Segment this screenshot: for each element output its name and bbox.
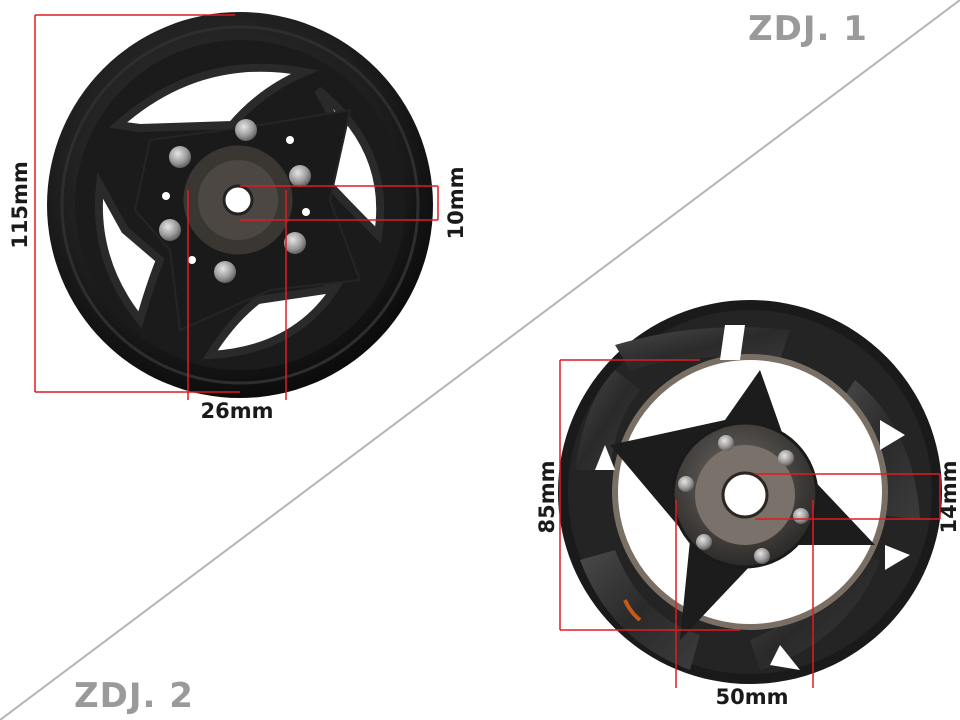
bolt-icon — [678, 476, 694, 492]
bolt-icon — [235, 119, 257, 141]
dimension-label-shaft-hole: 10mm — [444, 167, 468, 240]
flywheel-1-dimensions — [34, 14, 439, 400]
photo-label-2: ZDJ. 2 — [74, 676, 194, 716]
photo-label-1: ZDJ. 1 — [748, 9, 868, 49]
flywheel-2 — [558, 300, 942, 684]
bolt-icon — [718, 435, 734, 451]
bolt-icon — [778, 450, 794, 466]
bolt-icon — [696, 534, 712, 550]
magnet-segment — [575, 370, 640, 470]
flywheel-2-dimensions — [559, 359, 941, 688]
bolt-icon — [159, 219, 181, 241]
dimension-label-hub-width: 50mm — [716, 685, 789, 709]
dimension-label-outer-diameter: 115mm — [8, 161, 32, 249]
bolt-icon — [793, 508, 809, 524]
dimension-label-hub-width: 26mm — [201, 399, 274, 423]
bolt-icon — [284, 232, 306, 254]
bolt-icon — [754, 548, 770, 564]
dimension-label-shaft-hole: 14mm — [937, 461, 960, 534]
bolt-icon — [214, 261, 236, 283]
flywheel-1-window — [202, 276, 344, 360]
flywheel-1-window — [108, 63, 319, 133]
bolt-icon — [289, 165, 311, 187]
bolt-icon — [169, 146, 191, 168]
dimension-label-magnet-diameter: 85mm — [535, 461, 559, 534]
magnet-segment — [580, 550, 700, 670]
flywheel-1-window — [94, 172, 165, 329]
flywheel-1 — [47, 12, 433, 398]
